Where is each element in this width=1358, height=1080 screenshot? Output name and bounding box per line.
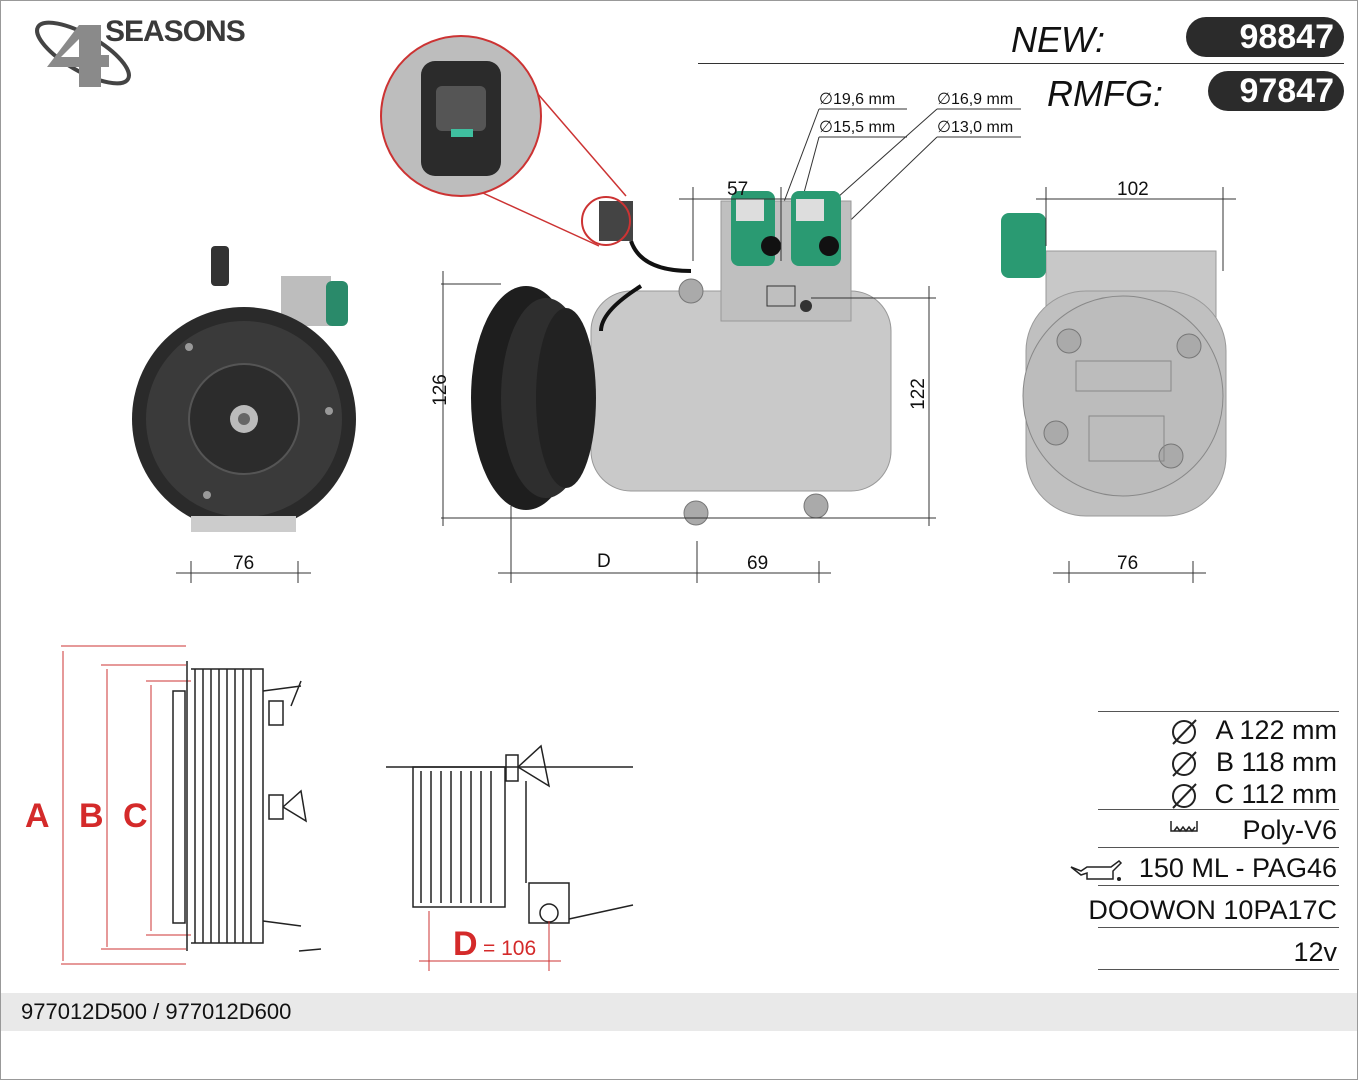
- oem-numbers: 977012D500 / 977012D600: [21, 999, 292, 1024]
- spec-divider-bottom: [1098, 969, 1339, 970]
- pulley-d-value: = 106: [483, 937, 537, 960]
- port-diameter-3: ∅16,9 mm: [937, 91, 1014, 108]
- spec-oil: 150 ML - PAG46: [1138, 853, 1337, 883]
- diameter-icon: [1172, 783, 1197, 809]
- diameter-icon: [1172, 751, 1197, 777]
- d-dimension-label: D: [597, 551, 611, 572]
- rear-width-label: 76: [1117, 553, 1139, 574]
- spec-divider: [1098, 809, 1339, 810]
- spec-model: DOOWON 10PA17C: [1088, 895, 1337, 925]
- side-view: [471, 191, 892, 526]
- compressor-illustration: [132, 35, 1236, 583]
- connector-zoom: [380, 35, 631, 247]
- spec-diameter-b: B 118 mm: [1215, 747, 1337, 777]
- pulley-drawing: [61, 645, 634, 971]
- port-diameter-2: ∅15,5 mm: [819, 119, 896, 136]
- spec-belt: Poly-V6: [1242, 815, 1337, 845]
- height-122-label: 122: [907, 378, 929, 410]
- rmfg-number-badge: 97847: [1208, 71, 1344, 111]
- spec-divider: [1098, 847, 1339, 848]
- pulley-label-a: A: [25, 797, 50, 835]
- four-seasons-logo-icon: [35, 20, 131, 87]
- spec-divider-top: [1098, 711, 1339, 712]
- port-diameter-1: ∅19,6 mm: [819, 91, 896, 108]
- new-number-badge: 98847: [1186, 17, 1344, 57]
- rmfg-label: RMFG:: [1047, 73, 1163, 114]
- brand-name: SEASONS: [105, 15, 246, 48]
- belt-profile-icon: [1170, 821, 1198, 833]
- pulley-label-b: B: [79, 797, 104, 835]
- header-divider: [698, 63, 1344, 64]
- rear-view: [1001, 213, 1227, 517]
- top-width-label: 57: [727, 179, 749, 200]
- spec-divider: [1098, 927, 1339, 928]
- new-label: NEW:: [1011, 19, 1105, 60]
- rear-top-width-label: 102: [1117, 179, 1149, 200]
- diameter-icon: [1172, 719, 1197, 745]
- pulley-label-d: D: [453, 925, 478, 963]
- spec-diameter-c: C 112 mm: [1214, 779, 1337, 809]
- front-view: [132, 246, 356, 532]
- port-diameter-4: ∅13,0 mm: [937, 119, 1014, 136]
- oem-footer: 977012D500 / 977012D600: [1, 993, 1357, 1031]
- spec-voltage: 12v: [1293, 937, 1337, 967]
- pulley-label-c: C: [123, 797, 148, 835]
- spec-diameter-a: A 122 mm: [1215, 715, 1337, 745]
- front-width-label: 76: [233, 553, 255, 574]
- spec-divider: [1098, 885, 1339, 886]
- oil-can-icon: [1070, 860, 1123, 881]
- rear-offset-label: 69: [747, 553, 769, 574]
- height-126-label: 126: [429, 374, 451, 406]
